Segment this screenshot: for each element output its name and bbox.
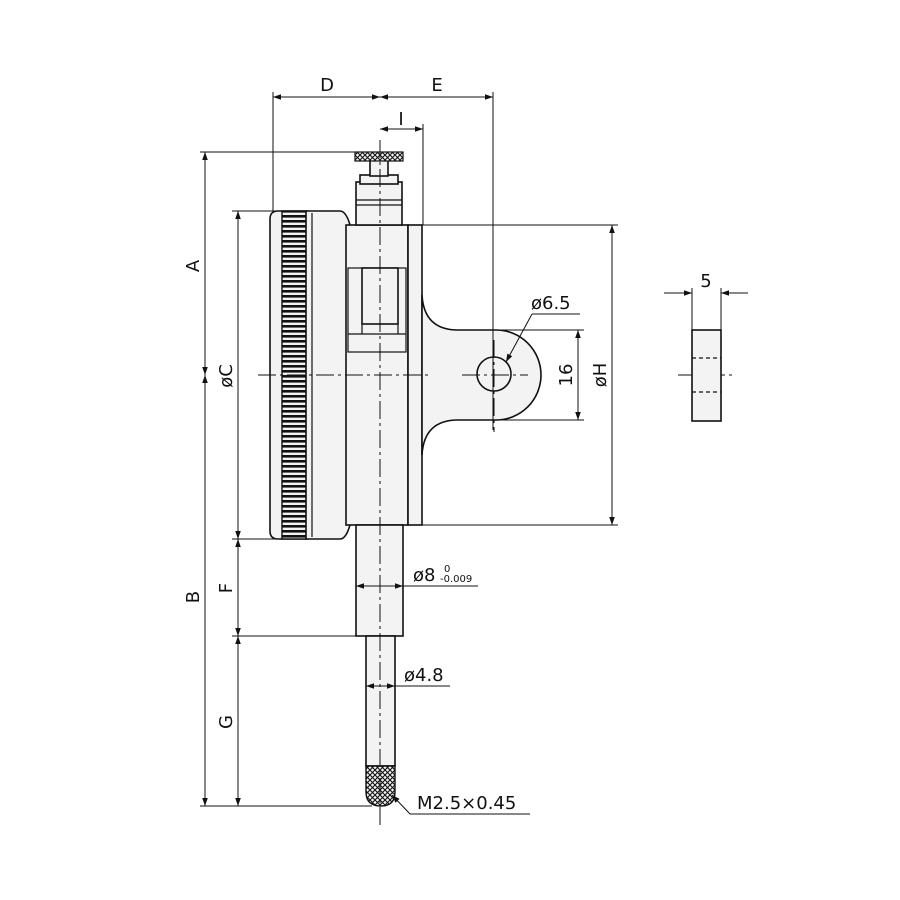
- label-thread: M2.5×0.45: [417, 793, 516, 814]
- label-stem-diameter: ø8: [413, 565, 435, 586]
- label-b: B: [183, 591, 204, 603]
- indicator-body: [269, 151, 542, 807]
- label-a: A: [183, 259, 204, 272]
- center-lines: [258, 140, 734, 826]
- label-stem-tolerance-upper: 0: [444, 564, 450, 575]
- dimension-lines: [200, 92, 618, 815]
- label-lug-height: 16: [556, 364, 577, 387]
- label-spindle-diameter: ø4.8: [404, 665, 444, 686]
- dimension-labels: D E I A B øC F G øH 16 ø6.5 5 ø8 0 -0.00…: [183, 75, 712, 814]
- label-e: E: [431, 75, 442, 96]
- label-c: øC: [216, 364, 237, 388]
- label-stem-tolerance-lower: -0.009: [440, 574, 472, 585]
- label-i: I: [398, 109, 403, 130]
- cap-body: [355, 181, 403, 226]
- label-h: øH: [590, 363, 611, 388]
- label-hole-diameter: ø6.5: [531, 293, 571, 314]
- label-g: G: [216, 715, 237, 729]
- cap-stem: [369, 159, 389, 177]
- cap-knob: [354, 151, 404, 162]
- label-d: D: [320, 75, 334, 96]
- label-f: F: [216, 583, 237, 593]
- label-lug-thickness: 5: [700, 271, 711, 292]
- lug-thickness-view: [664, 288, 748, 422]
